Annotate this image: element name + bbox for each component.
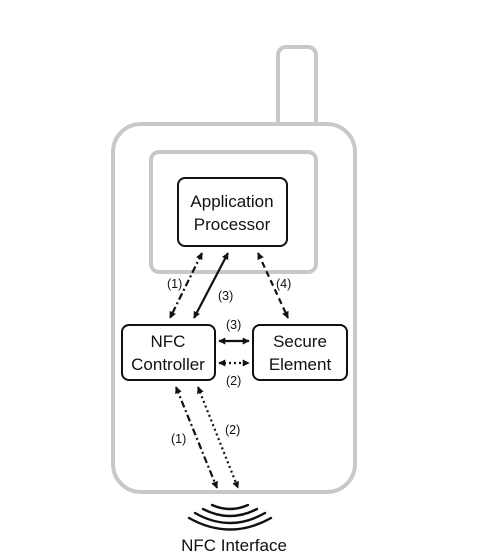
arrow-ap-nfc-3 <box>193 252 229 319</box>
nfc-interface-label: NFC Interface <box>181 536 287 555</box>
label-nfc-antenna-1: (1) <box>171 432 186 446</box>
label-nfc-se-3: (3) <box>226 318 241 332</box>
nfc-controller-label-line2: Controller <box>131 355 205 374</box>
secure-element-label-line1: Secure <box>273 332 327 351</box>
nfc-wave-icon <box>187 503 273 531</box>
label-ap-nfc-3: (3) <box>218 289 233 303</box>
nfc-controller-box: NFC Controller <box>121 324 216 381</box>
label-nfc-antenna-2: (2) <box>225 423 240 437</box>
arrow-ap-nfc-1 <box>169 252 203 319</box>
application-processor-label-line1: Application <box>190 192 273 211</box>
application-processor-label-line2: Processor <box>194 215 271 234</box>
secure-element-box: Secure Element <box>252 324 348 381</box>
secure-element-label-line2: Element <box>269 355 332 374</box>
label-nfc-se-2: (2) <box>226 374 241 388</box>
label-ap-nfc-1: (1) <box>167 277 182 291</box>
arrow-nfc-antenna-2 <box>196 386 240 489</box>
label-ap-se-4: (4) <box>276 277 291 291</box>
arrow-ap-se-4 <box>257 252 289 319</box>
application-processor-box: Application Processor <box>177 177 288 247</box>
nfc-controller-label-line1: NFC <box>151 332 186 351</box>
